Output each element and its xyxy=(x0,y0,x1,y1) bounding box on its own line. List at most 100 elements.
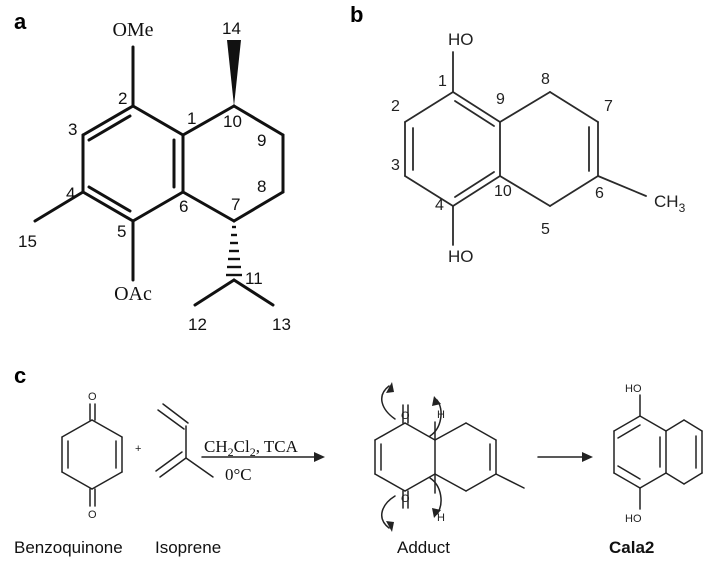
panel-c: c O O + CH2Cl2, TCA xyxy=(14,363,703,557)
ome-label: OMe xyxy=(112,19,153,41)
panel-a: a xyxy=(14,9,291,334)
atom-number: 5 xyxy=(117,222,126,241)
bond-c2-c1 xyxy=(404,91,454,123)
atom-number: 1 xyxy=(187,109,196,128)
atom-number: 14 xyxy=(222,19,241,38)
bond-c3-methyl xyxy=(185,457,214,478)
bond-double xyxy=(617,424,641,439)
atom-number: 6 xyxy=(595,185,604,202)
bond xyxy=(374,422,406,441)
bond-c3-c4-double xyxy=(155,451,183,472)
atom-number: 3 xyxy=(391,157,400,174)
bond-c3-c2-inner xyxy=(87,114,132,142)
bond-c9-c8 xyxy=(499,91,551,123)
bond-c10-c4 xyxy=(452,175,501,207)
oxygen-label: O xyxy=(401,493,410,505)
oxygen-label: O xyxy=(88,509,97,521)
isoprene-structure xyxy=(155,403,214,478)
wedge-bond-c10-c14 xyxy=(227,40,241,106)
atom-number: 7 xyxy=(604,98,613,115)
bond-c5-c4 xyxy=(81,190,135,223)
bond xyxy=(434,473,467,492)
bond-c4-c15 xyxy=(33,190,85,223)
curved-arrow-head xyxy=(432,508,441,518)
oac-label: OAc xyxy=(114,283,152,305)
label-adduct: Adduct xyxy=(397,538,450,557)
bond xyxy=(465,473,497,492)
label-cala2: Cala2 xyxy=(609,538,654,557)
atom-number: 1 xyxy=(438,73,447,90)
bond-ring xyxy=(61,471,93,490)
bond-c1-c2-double xyxy=(162,403,189,424)
bond-c8-c7 xyxy=(232,190,285,223)
plus-sign: + xyxy=(135,443,141,455)
curved-arrow-head xyxy=(386,521,394,532)
oxygen-label: O xyxy=(88,391,97,403)
product-arrow-head xyxy=(582,452,593,462)
atom-number: 11 xyxy=(245,269,263,288)
structure-b-bonds xyxy=(404,51,647,246)
atom-number: 4 xyxy=(435,197,444,214)
atom-number: 10 xyxy=(223,112,242,131)
atom-number: 13 xyxy=(272,315,291,334)
hydroxyl-label-bottom: HO xyxy=(448,247,474,266)
atom-numbers-a: 1 2 3 4 5 6 7 8 9 10 11 12 13 14 15 xyxy=(18,19,291,334)
panel-label-a: a xyxy=(14,9,27,34)
atom-number: 5 xyxy=(541,221,550,238)
bond xyxy=(613,415,641,432)
atom-number: 12 xyxy=(188,315,207,334)
label-benzoquinone: Benzoquinone xyxy=(14,538,123,557)
bond xyxy=(639,472,667,489)
atom-number: 6 xyxy=(179,197,188,216)
bond-c6-ch3 xyxy=(597,175,647,197)
bond-c6-c5 xyxy=(549,175,599,207)
atom-number: 9 xyxy=(257,131,266,150)
bond-double xyxy=(617,465,641,480)
oxygen-label: O xyxy=(401,410,410,422)
panel-b: b HO HO CH3 1 2 3 4 xyxy=(350,2,686,266)
atom-number: 10 xyxy=(494,183,512,200)
atom-number: 4 xyxy=(66,184,75,203)
curved-arrow-head xyxy=(386,382,394,393)
benzoquinone-structure xyxy=(61,403,123,507)
label-isoprene: Isoprene xyxy=(155,538,221,557)
bond-c7-c6 xyxy=(181,190,236,223)
cala2-structure xyxy=(613,394,703,510)
bond xyxy=(404,422,436,441)
hash-bond-c7-c11 xyxy=(226,225,242,277)
bond-c11-c12 xyxy=(193,278,236,307)
methyl-label: CH3 xyxy=(654,192,686,215)
bond-c1-c2 xyxy=(157,409,185,430)
bond-c2-c1 xyxy=(131,104,185,137)
hydroxyl-label-top: HO xyxy=(448,30,474,49)
atom-number: 2 xyxy=(118,89,127,108)
atom-number: 9 xyxy=(496,91,505,108)
curved-arrow xyxy=(429,477,442,515)
bond xyxy=(639,415,667,432)
bond-methyl xyxy=(495,473,525,489)
bond-ring xyxy=(91,419,123,438)
bond-c1-c9-inner xyxy=(454,100,495,127)
structure-a-bonds xyxy=(33,40,285,307)
bond-c3-c2 xyxy=(81,104,135,137)
atom-number: 8 xyxy=(257,177,266,196)
reaction-arrow-head xyxy=(314,452,325,462)
bond-c5-c10 xyxy=(499,175,551,207)
bond xyxy=(665,472,685,485)
bond xyxy=(434,422,467,441)
curved-arrow xyxy=(381,385,396,420)
bond-c11-c13 xyxy=(232,278,275,307)
atom-number: 15 xyxy=(18,232,37,251)
bond-ring xyxy=(61,419,93,438)
panel-label-c: c xyxy=(14,363,26,388)
bond-ring xyxy=(91,471,123,490)
bond-c6-c5 xyxy=(131,190,185,223)
bond xyxy=(404,473,436,492)
hydrogen-label: H xyxy=(437,512,445,524)
atom-number: 3 xyxy=(68,120,77,139)
bond xyxy=(665,419,685,432)
panel-label-b: b xyxy=(350,2,363,27)
bond xyxy=(613,472,641,489)
bond-c8-c7 xyxy=(549,91,599,123)
